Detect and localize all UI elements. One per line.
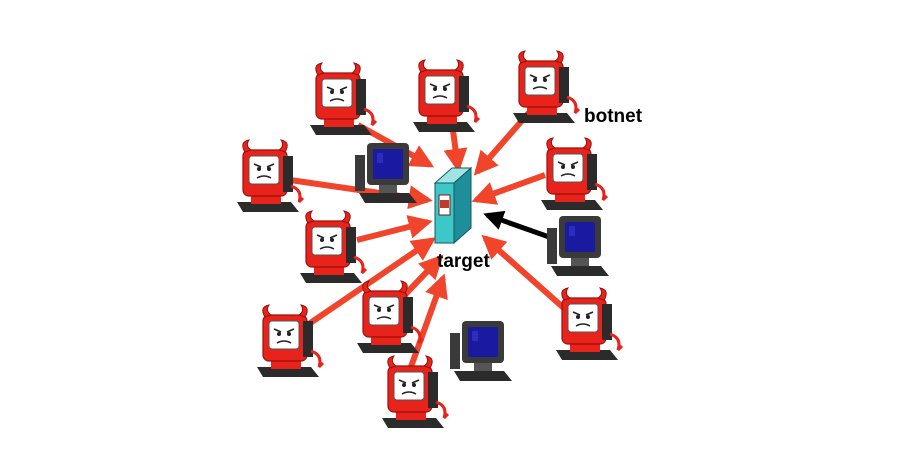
infected-computer-icon: [308, 61, 378, 137]
server-icon: [433, 166, 473, 245]
infected-computer-icon: [355, 279, 425, 355]
attack-arrow: [481, 234, 568, 313]
infected-computer-icon: [255, 303, 325, 379]
attack-arrow: [405, 273, 448, 377]
infected-computer-icon: [235, 138, 305, 214]
infected-computer-icon: [411, 58, 481, 134]
computer-icon: [450, 321, 512, 381]
computer-icon: [355, 143, 417, 203]
target-label: target: [437, 251, 490, 272]
infected-computer-icon: [380, 354, 450, 430]
attack-arrow: [356, 215, 433, 243]
infected-computer-icon: [554, 286, 624, 362]
attack-arrow: [471, 172, 547, 205]
infected-computer-icon: [298, 209, 368, 285]
normal-arrow: [483, 210, 553, 241]
computer-icon: [547, 216, 609, 276]
botnet-label: botnet: [584, 106, 643, 127]
infected-computer-icon: [539, 136, 609, 212]
infected-computer-icon: [511, 49, 581, 125]
